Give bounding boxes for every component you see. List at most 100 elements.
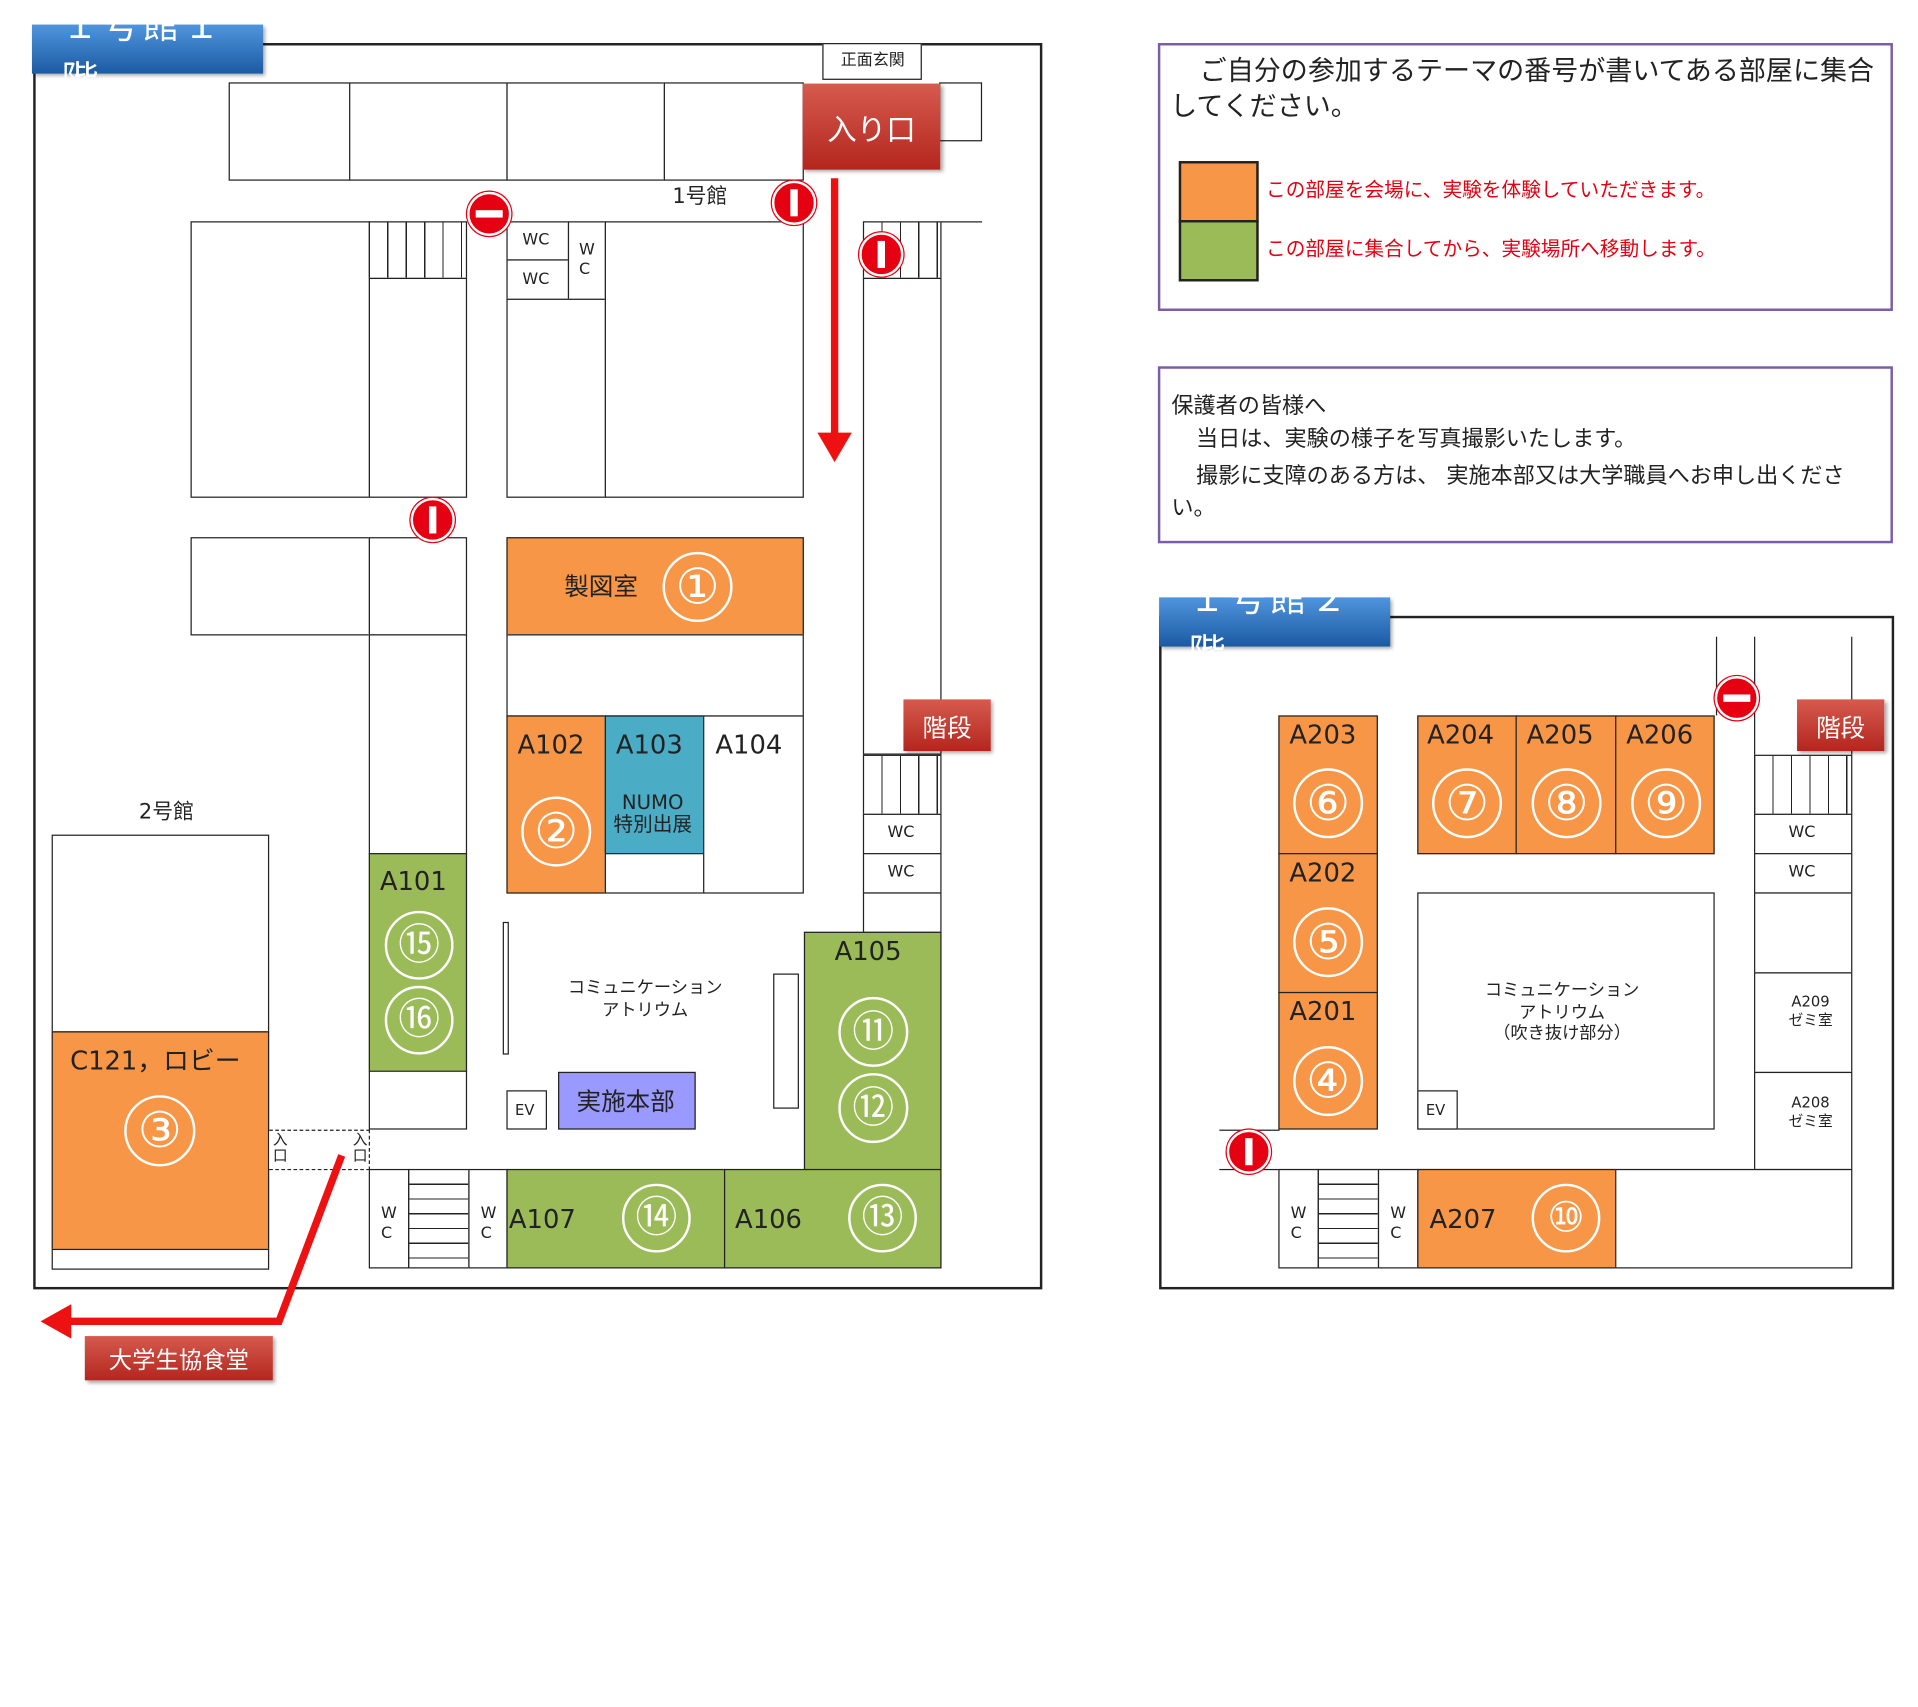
room-a107-label: A107 [508, 1204, 576, 1235]
legend-swatch-green [1178, 220, 1259, 282]
floor1-title: １号館１階 [31, 5, 264, 102]
guardian-notice-line1: 当日は、実験の様子を写真撮影いたします。 [1195, 426, 1637, 453]
room-a202-number: ⑤ [1293, 907, 1364, 978]
atrium-bar-left [502, 921, 509, 1055]
room-a101-label: A101 [379, 866, 447, 897]
room-a209[interactable] [1754, 972, 1853, 1074]
atrium-label: コミュニケーション アトリウム [567, 978, 723, 1020]
floor2-wc-1-label: WC [1788, 823, 1816, 842]
room-a105-label: A105 [834, 936, 902, 967]
arrow-entrance-head [817, 432, 852, 463]
ev-floor1 [506, 1090, 547, 1130]
arrow-cafeteria-line [67, 1154, 346, 1326]
wc-label-2: WC [522, 270, 550, 289]
room-mid-left [190, 537, 370, 636]
floor2-corridor-line-1 [1715, 636, 1718, 716]
legend-swatch-orange [1178, 161, 1259, 223]
no-entry-icon-4 [410, 497, 455, 543]
room-left-corridor [368, 277, 468, 498]
wc-label-1: WC [522, 231, 550, 250]
entrance-label[interactable]: 入り口 [802, 83, 941, 170]
building2-room-bottom [51, 1248, 270, 1270]
no-entry-icon-3 [859, 232, 904, 277]
room-a103-note: NUMO 特別出展 [613, 790, 693, 837]
floor2-wc-bottom-1 [1278, 1168, 1319, 1269]
floor2-no-entry-icon-1 [1714, 676, 1759, 721]
room-a205-label: A205 [1526, 720, 1594, 750]
room-a206-number: ⑨ [1631, 768, 1702, 839]
room-a203-number: ⑥ [1293, 768, 1364, 839]
room-mid-corridor [368, 537, 468, 636]
room-top-4 [663, 82, 804, 181]
guardian-notice-line2: 撮影に支障のある方は、 実施本部又は大学職員へお申し出ください。 [1171, 463, 1845, 522]
floor2-wc-bottom-2 [1377, 1168, 1419, 1269]
room-a201-number: ④ [1293, 1046, 1364, 1117]
room-top-2 [349, 82, 508, 181]
floor2-ev [1417, 1090, 1458, 1130]
wc-right-2 [862, 853, 942, 894]
room-a206-label: A206 [1626, 720, 1694, 750]
room-a204-label: A204 [1427, 720, 1494, 750]
room-top-3 [506, 82, 665, 181]
corridor-right-lower [862, 892, 942, 933]
room-a204-number: ⑦ [1431, 768, 1503, 839]
room-a205-number: ⑧ [1531, 768, 1602, 839]
wc-bottom-mid [468, 1168, 508, 1269]
wc-right-1-label: WC [887, 823, 915, 842]
room-a101-number-16: ⑯ [384, 985, 454, 1055]
room-a208[interactable] [1754, 1071, 1853, 1171]
wc-room-2 [506, 259, 570, 300]
wc-bottom-left-label: W C [381, 1204, 397, 1243]
room-a207[interactable] [1417, 1168, 1617, 1269]
instructions-box [1157, 43, 1893, 311]
room-a104[interactable] [703, 715, 804, 894]
no-entry-icon-1 [467, 191, 512, 237]
floor1-stairs-label: 階段 [903, 699, 991, 752]
room-a103[interactable] [604, 715, 705, 855]
building2-room-upper [51, 834, 270, 1033]
room-a101-number-15: ⑮ [384, 910, 454, 980]
room-a102-number: ② [521, 796, 592, 867]
room-a202-label: A202 [1289, 857, 1357, 888]
hq-label: 実施本部 [576, 1086, 675, 1117]
cafeteria-label[interactable]: 大学生協食堂 [84, 1336, 273, 1381]
front-entrance-label: 正面玄関 [840, 51, 905, 71]
room-a103-lower [604, 853, 705, 894]
atrium-bar-right [773, 973, 799, 1109]
room-a207-label: A207 [1429, 1204, 1497, 1235]
passage-gap [269, 1129, 370, 1171]
wc-right-2-label: WC [887, 862, 915, 882]
room-a208-label: A208 ゼミ室 [1788, 1093, 1833, 1130]
corridor-long-left [368, 634, 468, 855]
instructions-text: ご自分の参加するテーマの番号が書いてある部屋に集合してください。 [1170, 56, 1875, 123]
room-a106[interactable] [723, 1168, 942, 1269]
floor2-atrium-label: コミュニケーション アトリウム （吹き抜け部分） [1484, 980, 1640, 1044]
floor2-corridor-line-3 [1851, 636, 1853, 755]
route-arrows [40, 178, 852, 1339]
room-seizushitsu[interactable] [506, 537, 804, 636]
room-a105-number-12: ⑫ [838, 1073, 909, 1144]
room-seizushitsu-number: ① [662, 551, 733, 622]
no-entry-icon-2 [771, 180, 817, 225]
floor2-ev-label: EV [1425, 1101, 1446, 1119]
room-a207-number: ⑩ [1531, 1183, 1601, 1253]
hq-room[interactable] [558, 1071, 696, 1130]
building1-label: 1号館 [672, 184, 728, 209]
front-entrance-box [822, 43, 922, 80]
room-a106-label: A106 [735, 1204, 802, 1235]
legend-text-orange: この部屋を会場に、実験を体験していただきます。 [1266, 178, 1716, 202]
room-a103-label: A103 [615, 730, 683, 760]
wc-bottom-left [368, 1168, 410, 1269]
room-c121-label: C121，ロビー [70, 1046, 241, 1076]
room-a104-label: A104 [715, 730, 783, 760]
room-a105-number-11: ⑪ [838, 996, 909, 1067]
floor2-stairs-bottom [1317, 1168, 1380, 1269]
wc-bottom-mid-label: W C [480, 1204, 497, 1243]
legend-text-green: この部屋に集合してから、実験場所へ移動します。 [1266, 237, 1716, 261]
room-a107-number: ⑭ [621, 1183, 691, 1253]
floor2-wc-2-label: WC [1788, 862, 1816, 882]
right-corridor-line [940, 221, 983, 223]
room-a203-label: A203 [1289, 720, 1357, 750]
room-below-seizushitsu [506, 634, 804, 717]
stairs-lower-right [862, 754, 942, 815]
